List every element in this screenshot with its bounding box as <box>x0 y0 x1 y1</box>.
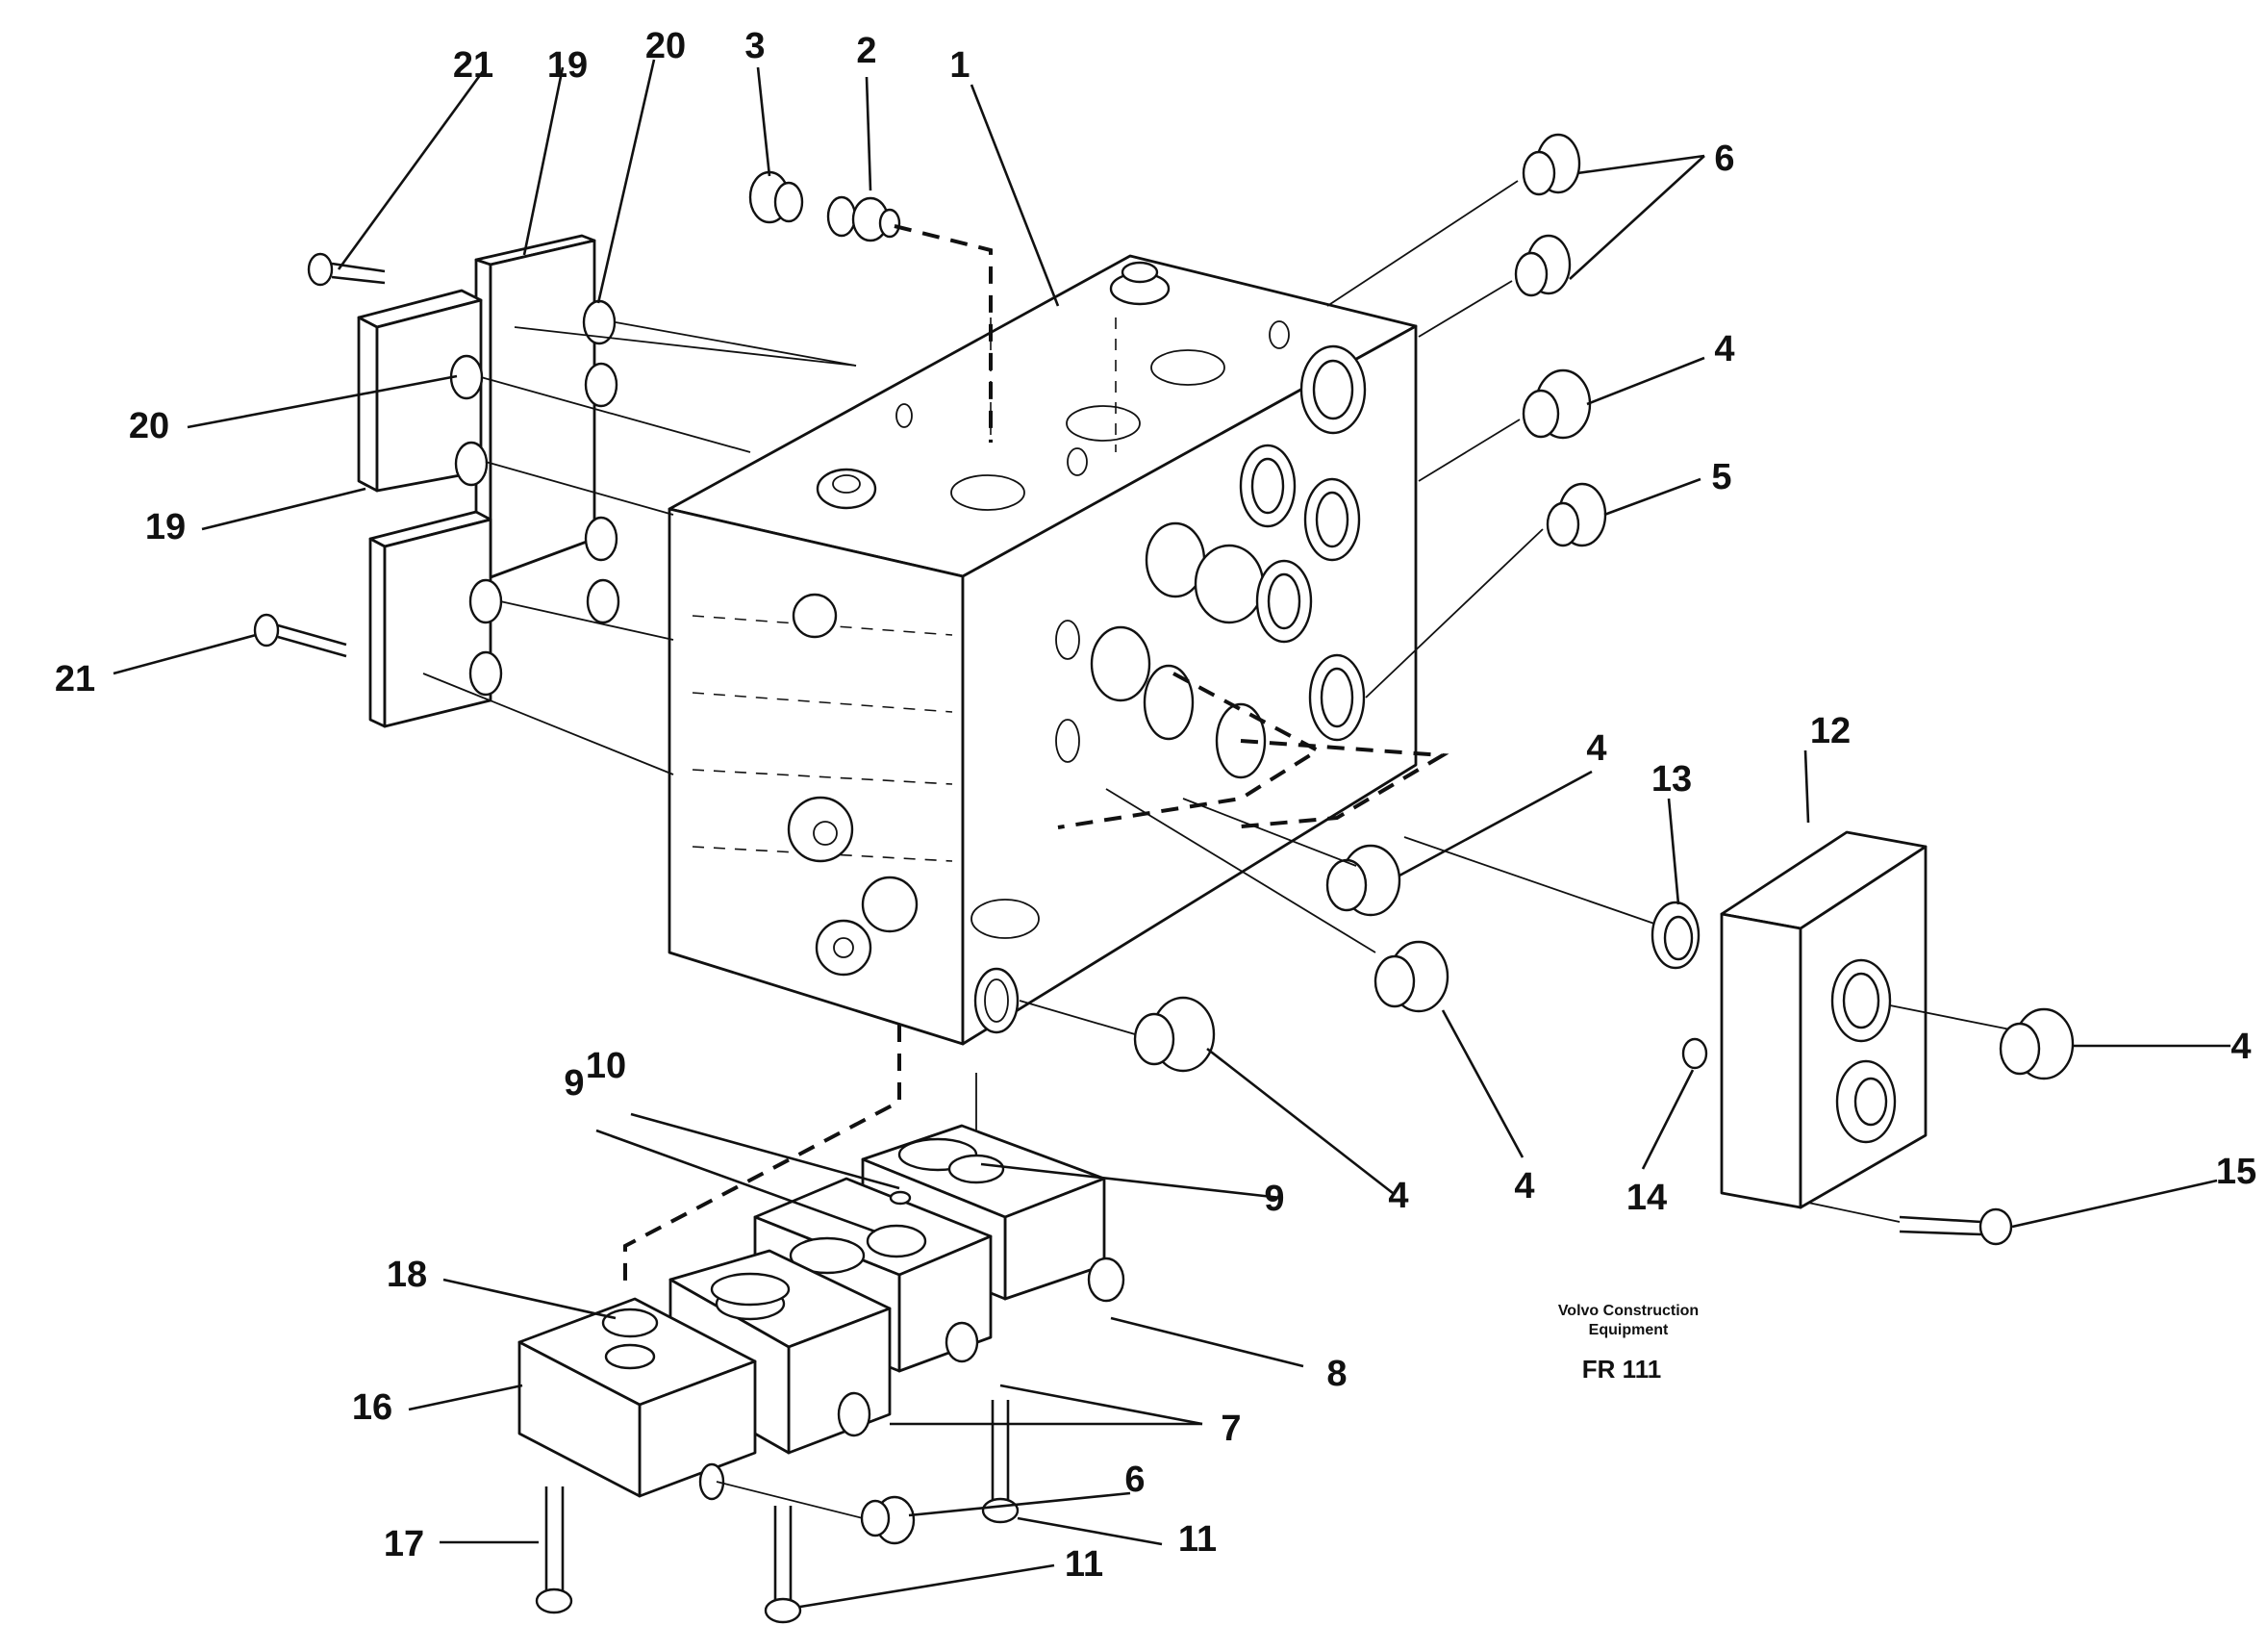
callout-8: 8 <box>1326 1354 1347 1394</box>
callout-16: 16 <box>352 1387 392 1428</box>
callout-12: 12 <box>1810 711 1851 751</box>
callout-2: 2 <box>856 31 876 71</box>
screw-17 <box>535 1486 573 1614</box>
plug-2 <box>826 195 901 242</box>
credit-line-1: Volvo Construction <box>1558 1303 1699 1319</box>
callout-labels: 1 2 3 6 4 5 4 12 13 4 4 4 14 15 21 19 20… <box>55 26 2256 1585</box>
callout-6-bottom: 6 <box>1124 1460 1145 1500</box>
end-plate-12 <box>1651 830 2075 1246</box>
callout-18: 18 <box>387 1255 427 1295</box>
credit-line-2: Equipment <box>1589 1322 1669 1338</box>
callout-13: 13 <box>1651 759 1692 800</box>
plugs-right-top <box>1326 133 1607 698</box>
callout-19-top: 19 <box>547 45 588 86</box>
callout-3: 3 <box>744 26 765 66</box>
lower-block-16 <box>517 1297 757 1501</box>
callout-9-right: 9 <box>1264 1179 1284 1219</box>
callout-6-top: 6 <box>1714 139 1734 179</box>
callout-21-left: 21 <box>55 659 95 699</box>
callout-4-right: 4 <box>2230 1027 2251 1067</box>
plug-6-lower <box>716 1481 916 1545</box>
callout-21-top: 21 <box>453 45 493 86</box>
callout-15: 15 <box>2216 1152 2256 1192</box>
plugs-4-lower <box>1019 788 1655 1073</box>
callout-19-left: 19 <box>145 507 186 547</box>
figure-code: FR 111 <box>1582 1355 1661 1384</box>
callout-20-top: 20 <box>645 26 686 66</box>
left-end-plates <box>357 234 857 775</box>
bolt-21-lower <box>253 613 347 658</box>
callout-11-left: 11 <box>1065 1544 1103 1585</box>
callout-20-left: 20 <box>129 406 169 446</box>
plug-3 <box>748 170 804 224</box>
callout-11-right: 11 <box>1178 1519 1217 1560</box>
screw-11-left <box>764 1506 802 1624</box>
callout-17: 17 <box>384 1524 424 1564</box>
valve-block-main <box>668 254 1418 1046</box>
callout-14: 14 <box>1626 1178 1667 1218</box>
callout-9-left: 9 <box>564 1063 584 1104</box>
callout-4-bottom-a: 4 <box>1388 1176 1408 1216</box>
callout-5: 5 <box>1711 457 1731 497</box>
callout-7: 7 <box>1221 1409 1241 1449</box>
callout-1: 1 <box>949 45 970 86</box>
callout-4-top: 4 <box>1714 329 1734 369</box>
seals <box>601 1154 1005 1338</box>
leader-lines <box>113 59 2230 1609</box>
callout-4-bottom-b: 4 <box>1514 1166 1534 1206</box>
callout-4-mid: 4 <box>1586 728 1606 769</box>
callout-10: 10 <box>586 1046 626 1086</box>
